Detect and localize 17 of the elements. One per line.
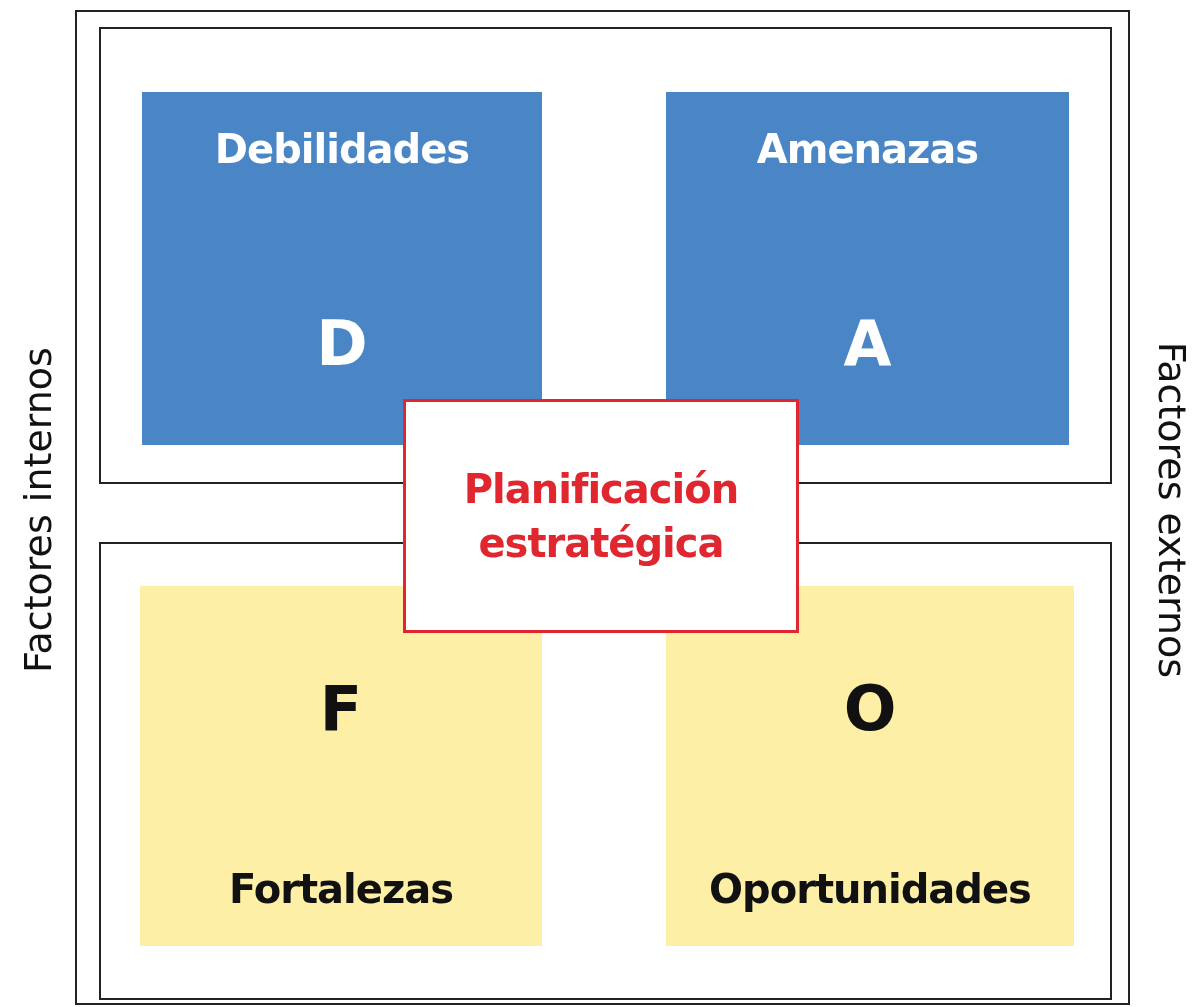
- quadrant-title: Amenazas: [756, 126, 979, 172]
- frame-box: [75, 10, 1130, 1005]
- quadrant-title: Oportunidades: [709, 866, 1031, 912]
- side-label: Factores externos: [1150, 341, 1194, 679]
- center-box: [403, 399, 799, 633]
- center-title: Planificación estratégica: [462, 465, 740, 568]
- quadrant-box: [666, 586, 1074, 946]
- quadrant-letter: O: [843, 678, 897, 740]
- quadrant-title: Debilidades: [214, 126, 470, 172]
- quadrant-title: Fortalezas: [229, 866, 453, 912]
- quadrant-letter: F: [319, 678, 363, 740]
- side-label: Factores internos: [16, 347, 60, 673]
- quadrant-box: [142, 92, 542, 445]
- quadrant-letter: D: [316, 313, 368, 375]
- quadrant-letter: A: [843, 313, 892, 375]
- quadrant-box: [666, 92, 1069, 445]
- quadrant-box: [140, 586, 542, 946]
